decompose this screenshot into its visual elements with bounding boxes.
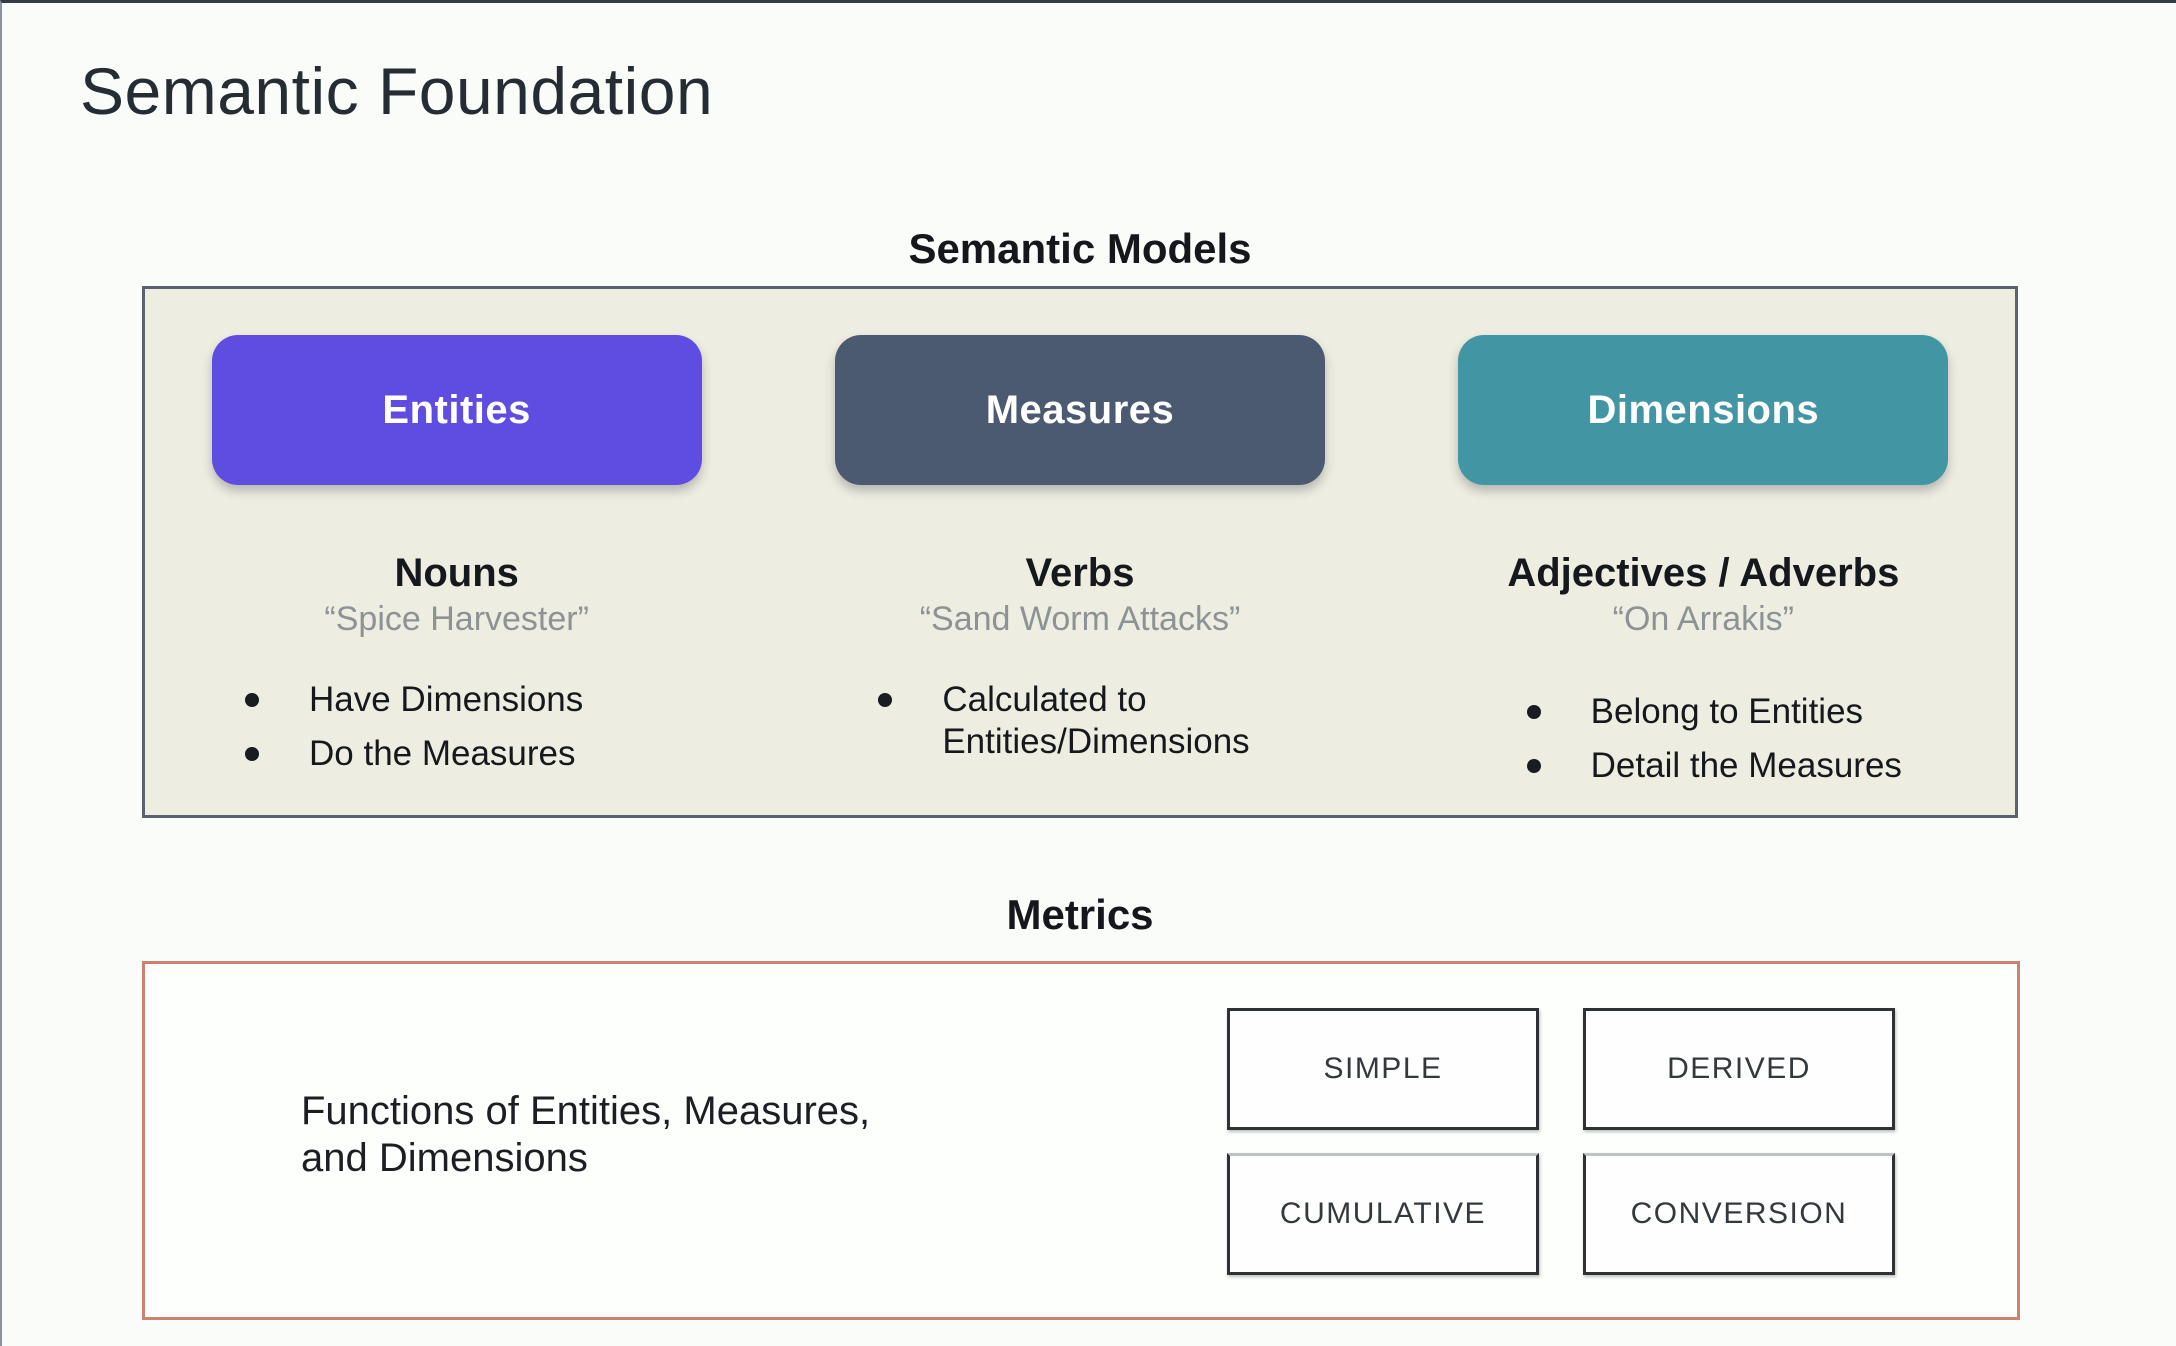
bullet-label: Belong to Entities [1590,692,1864,731]
entities-column: Entities Nouns “Spice Harvester” Have Di… [145,289,768,815]
entities-pill: Entities [211,335,702,485]
entities-heading: Nouns [394,551,519,595]
measures-bullet-list: Calculated to Entities/Dimensions [878,679,1391,763]
dimensions-pill: Dimensions [1458,335,1949,485]
bullet-dot [245,693,259,707]
bullet-label: Have Dimensions [309,680,584,719]
metric-type-grid: SIMPLE DERIVED CUMULATIVE CONVERSION [1227,1008,1895,1275]
list-item: Belong to Entities [1526,691,2015,733]
measures-quote: “Sand Worm Attacks” [919,600,1241,638]
entities-quote: “Spice Harvester” [324,600,589,638]
metrics-description-line1: Functions of Entities, Measures, [301,1089,871,1133]
bullet-dot [245,747,259,761]
entities-bullet-list: Have Dimensions Do the Measures [245,679,768,775]
metrics-description-line2: and Dimensions [301,1136,588,1181]
bullet-label: Do the Measures [309,734,576,773]
page-title: Semantic Foundation [80,54,714,128]
metrics-heading: Metrics [1006,891,1154,938]
measures-column: Measures Verbs “Sand Worm Attacks” Calcu… [768,289,1391,815]
semantic-models-panel: Entities Nouns “Spice Harvester” Have Di… [142,286,2018,818]
semantic-models-heading: Semantic Models [908,225,1252,272]
metric-box-conversion: CONVERSION [1583,1153,1895,1275]
metric-box-cumulative: CUMULATIVE [1227,1153,1539,1275]
list-item: Have Dimensions [245,679,768,721]
bullet-dot [1526,759,1541,773]
measures-pill: Measures [834,335,1325,485]
metric-box-derived: DERIVED [1583,1008,1895,1130]
metric-box-simple: SIMPLE [1227,1008,1539,1130]
bullet-label: Detail the Measures [1590,746,1902,785]
dimensions-column: Dimensions Adjectives / Adverbs “On Arra… [1392,289,2015,815]
bullet-dot [878,693,893,707]
list-item: Do the Measures [245,733,768,775]
dimensions-quote: “On Arrakis” [1612,600,1794,638]
dimensions-bullet-list: Belong to Entities Detail the Measures [1526,691,2015,787]
measures-heading: Verbs [1025,551,1135,595]
list-item: Calculated to Entities/Dimensions [878,679,1391,763]
metrics-description: Functions of Entities, Measures, and Dim… [301,1088,870,1182]
dimensions-heading: Adjectives / Adverbs [1507,551,1900,595]
bullet-label: Calculated to Entities/Dimensions [942,680,1250,761]
metrics-panel: Functions of Entities, Measures, and Dim… [142,961,2020,1320]
list-item: Detail the Measures [1526,745,2015,787]
bullet-dot [1526,705,1541,719]
